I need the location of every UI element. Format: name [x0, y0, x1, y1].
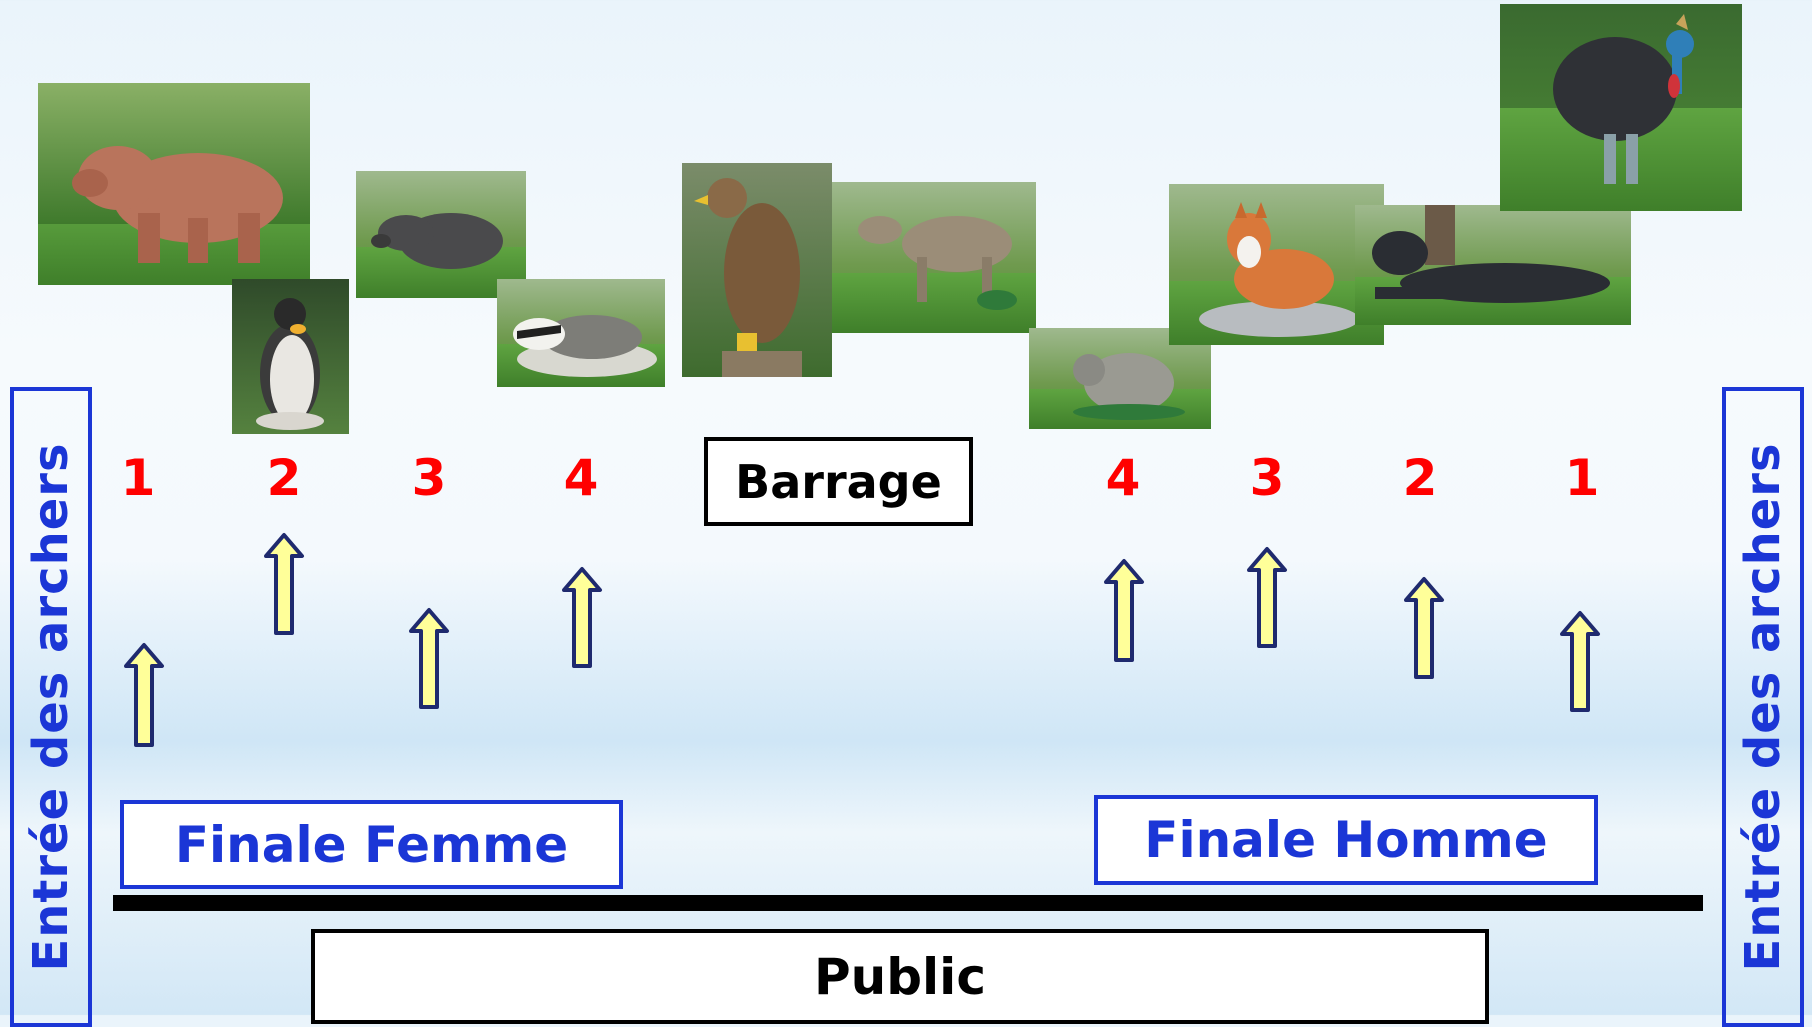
arrow-femme-4 [562, 567, 602, 668]
public-label: Public [814, 947, 986, 1006]
homme-number-3: 3 [1249, 449, 1285, 507]
public-box: Public [311, 929, 1489, 1024]
left-entrance-label: Entrée des archers [23, 442, 79, 972]
arrow-femme-2 [264, 533, 304, 635]
homme-number-1: 1 [1564, 449, 1600, 507]
panther-photo [1355, 205, 1631, 325]
arrow-homme-1 [1560, 611, 1600, 712]
arrow-homme-2 [1404, 577, 1444, 679]
finale-femme-label: Finale Femme [174, 815, 569, 874]
femme-number-1: 1 [120, 449, 156, 507]
right-entrance-label: Entrée des archers [1735, 442, 1791, 972]
badger-photo [497, 279, 665, 387]
finale-homme-label: Finale Homme [1144, 811, 1548, 869]
femme-number-4: 4 [563, 449, 599, 507]
barrage-label: Barrage [735, 454, 942, 509]
bear-photo [38, 83, 310, 285]
public-barrier-line [113, 895, 1703, 911]
cassowary-photo [1500, 4, 1742, 211]
fox-photo [1169, 184, 1384, 345]
homme-number-4: 4 [1105, 449, 1141, 507]
homme-number-2: 2 [1402, 449, 1438, 507]
femme-number-3: 3 [411, 449, 447, 507]
right-entrance-panel: Entrée des archers [1722, 387, 1804, 1027]
penguin-photo [232, 279, 349, 434]
eagle-photo [682, 163, 832, 377]
arrow-homme-4 [1104, 559, 1144, 662]
arrow-femme-3 [409, 608, 449, 709]
left-entrance-panel: Entrée des archers [10, 387, 92, 1027]
arrow-homme-3 [1247, 547, 1287, 648]
finale-femme-box: Finale Femme [120, 800, 623, 889]
deer-photo [832, 182, 1036, 333]
finale-homme-box: Finale Homme [1094, 795, 1598, 885]
barrage-box: Barrage [704, 437, 973, 526]
femme-number-2: 2 [266, 449, 302, 507]
arrow-femme-1 [124, 643, 164, 747]
